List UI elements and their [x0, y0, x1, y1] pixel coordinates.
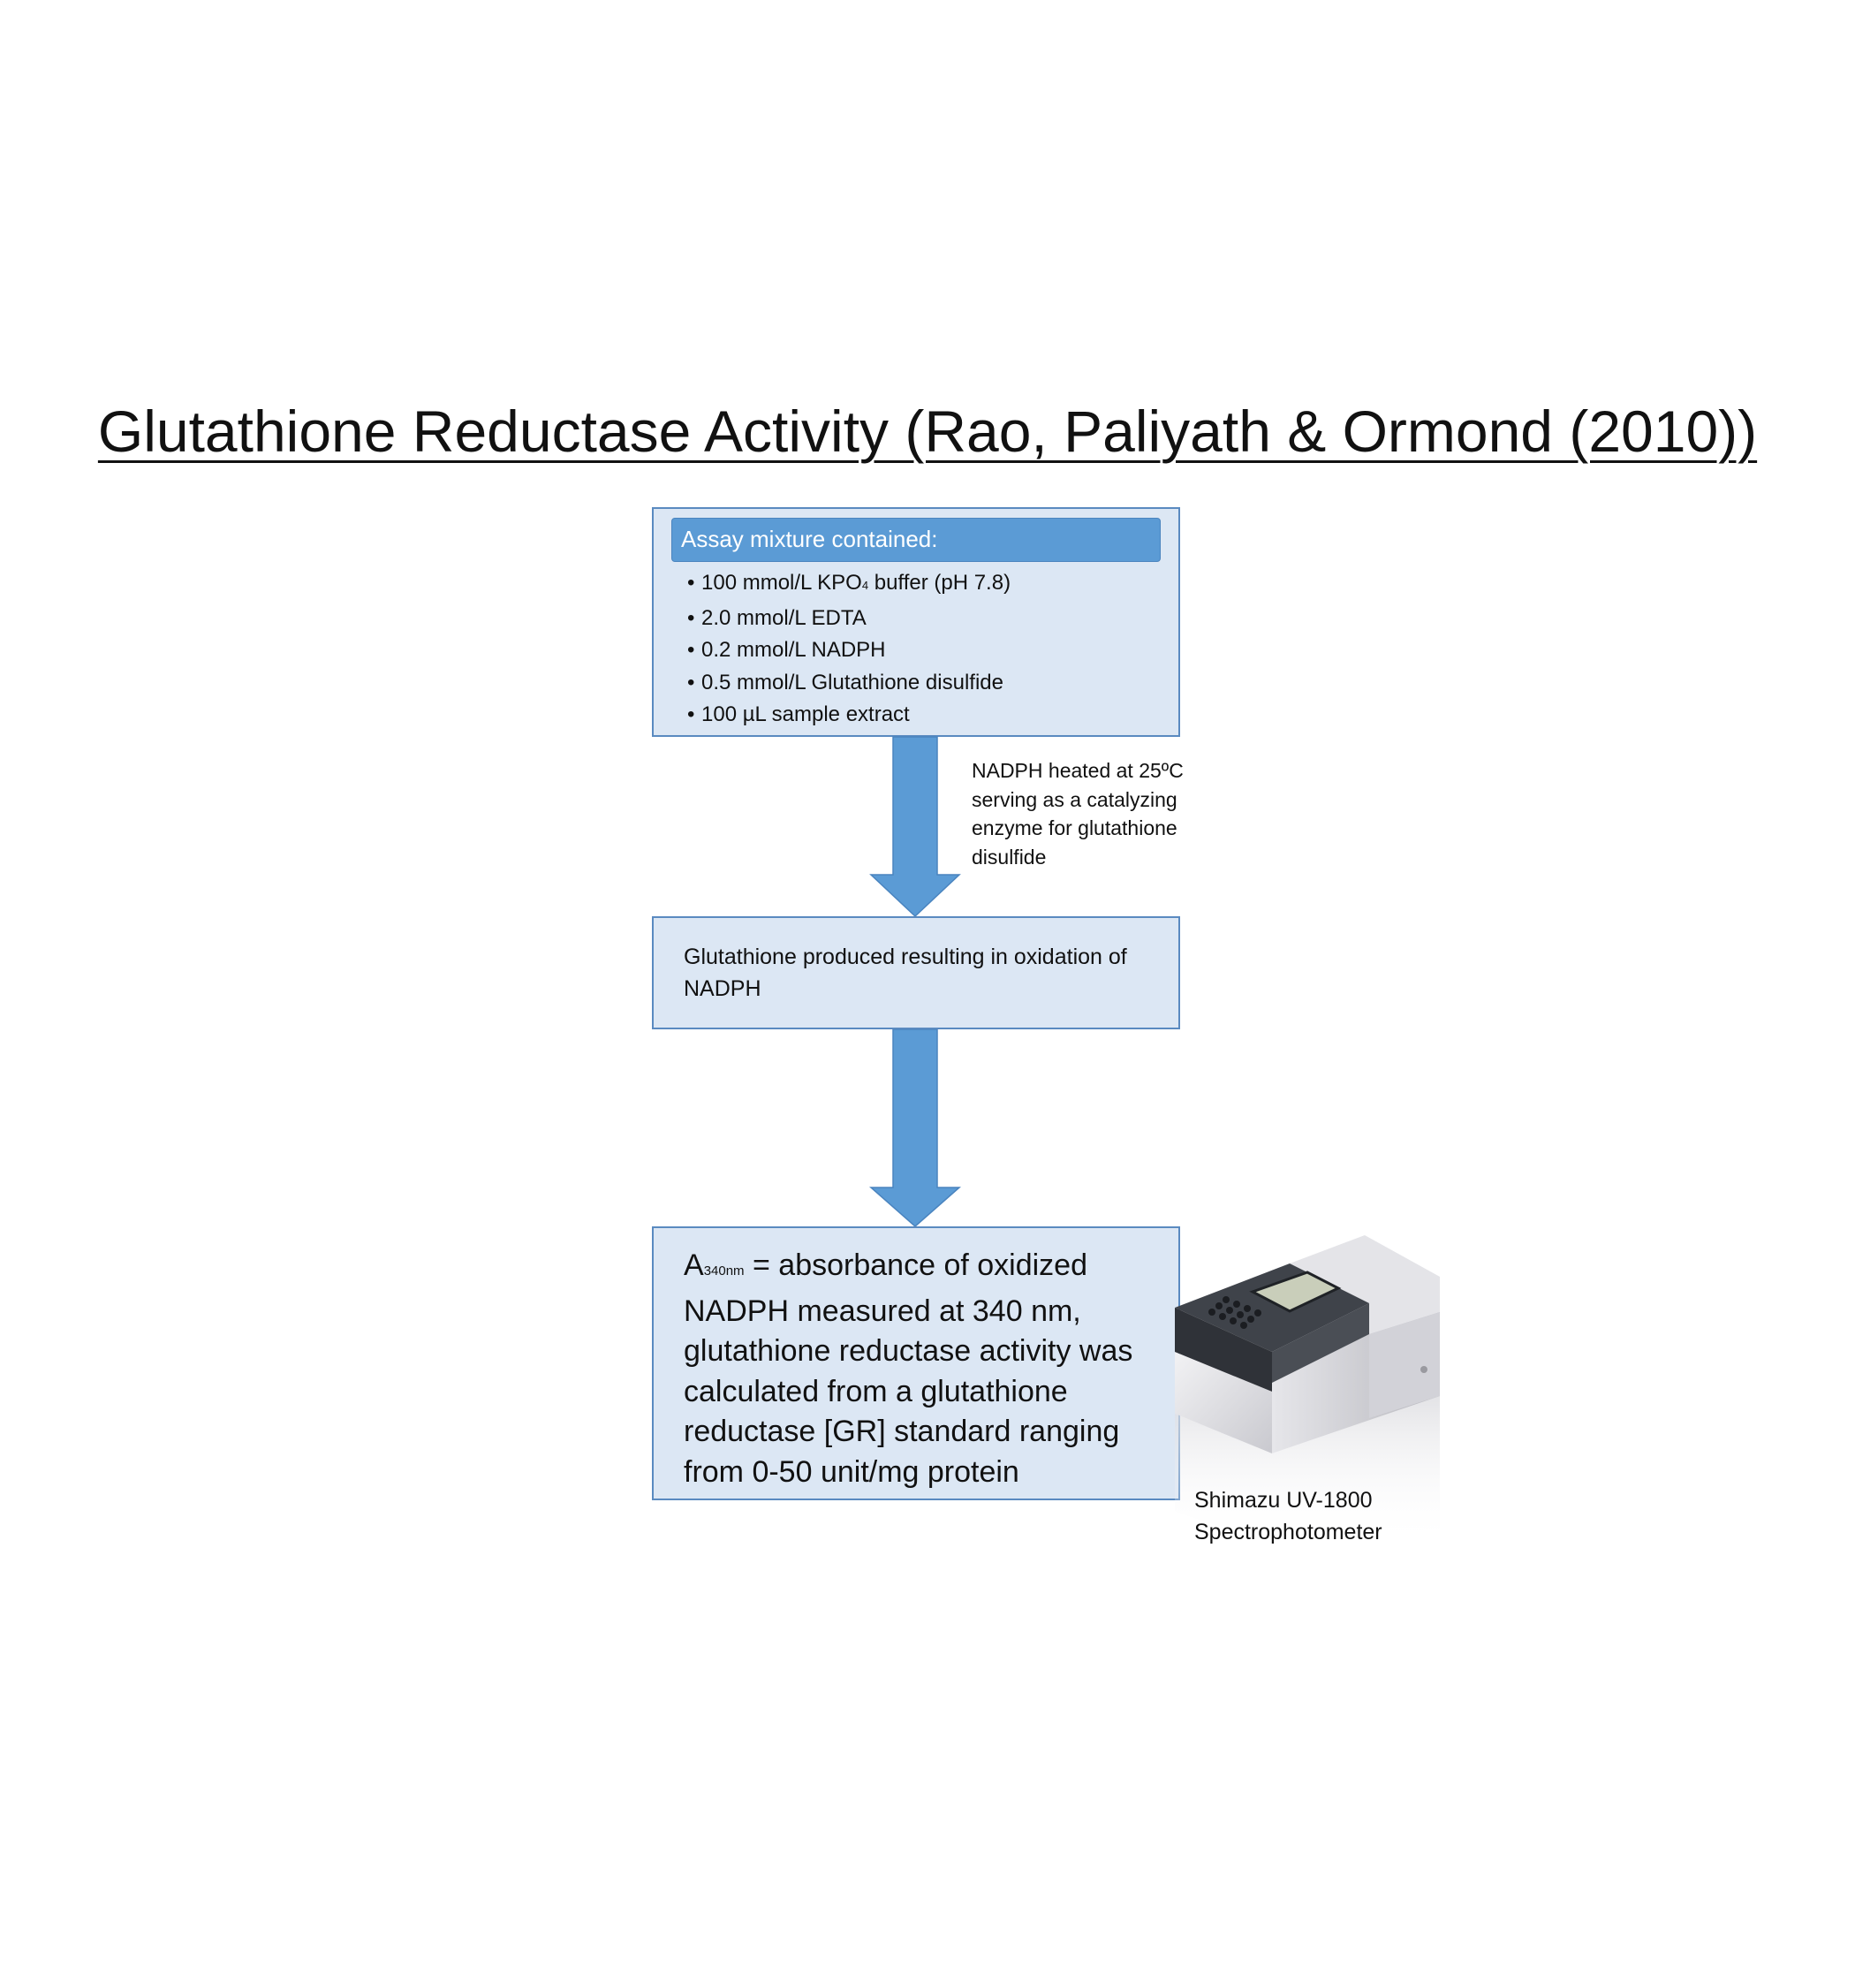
spectrophotometer-caption: Shimazu UV-1800 Spectrophotometer	[1194, 1488, 1382, 1544]
down-arrow-1	[869, 736, 961, 918]
assay-mixture-box: Assay mixture contained: •100 mmol/L KPO…	[652, 507, 1180, 737]
list-item: •100 µL sample extract	[687, 702, 910, 726]
page-title: Glutathione Reductase Activity (Rao, Pal…	[97, 398, 1758, 464]
list-item: •2.0 mmol/L EDTA	[687, 605, 867, 630]
spectrophotometer-image	[1175, 1235, 1440, 1546]
absorbance-box: A340nm = absorbance of oxidized NADPH me…	[652, 1226, 1180, 1500]
assay-mixture-list: •100 mmol/L KPO4 buffer (pH 7.8) •2.0 mm…	[687, 567, 1011, 732]
list-item: •0.5 mmol/L Glutathione disulfide	[687, 670, 1003, 694]
glutathione-produced-text: Glutathione produced resulting in oxidat…	[684, 945, 1127, 1001]
absorbance-text: A340nm = absorbance of oxidized NADPH me…	[684, 1248, 1133, 1489]
glutathione-produced-box: Glutathione produced resulting in oxidat…	[652, 916, 1180, 1029]
list-item: •100 mmol/L KPO4 buffer (pH 7.8)	[687, 571, 1011, 595]
assay-mixture-heading: Assay mixture contained:	[671, 518, 1161, 562]
down-arrow-2	[869, 1028, 961, 1227]
arrow-note: NADPH heated at 25ºC serving as a cataly…	[972, 759, 1184, 869]
list-item: •0.2 mmol/L NADPH	[687, 638, 886, 662]
